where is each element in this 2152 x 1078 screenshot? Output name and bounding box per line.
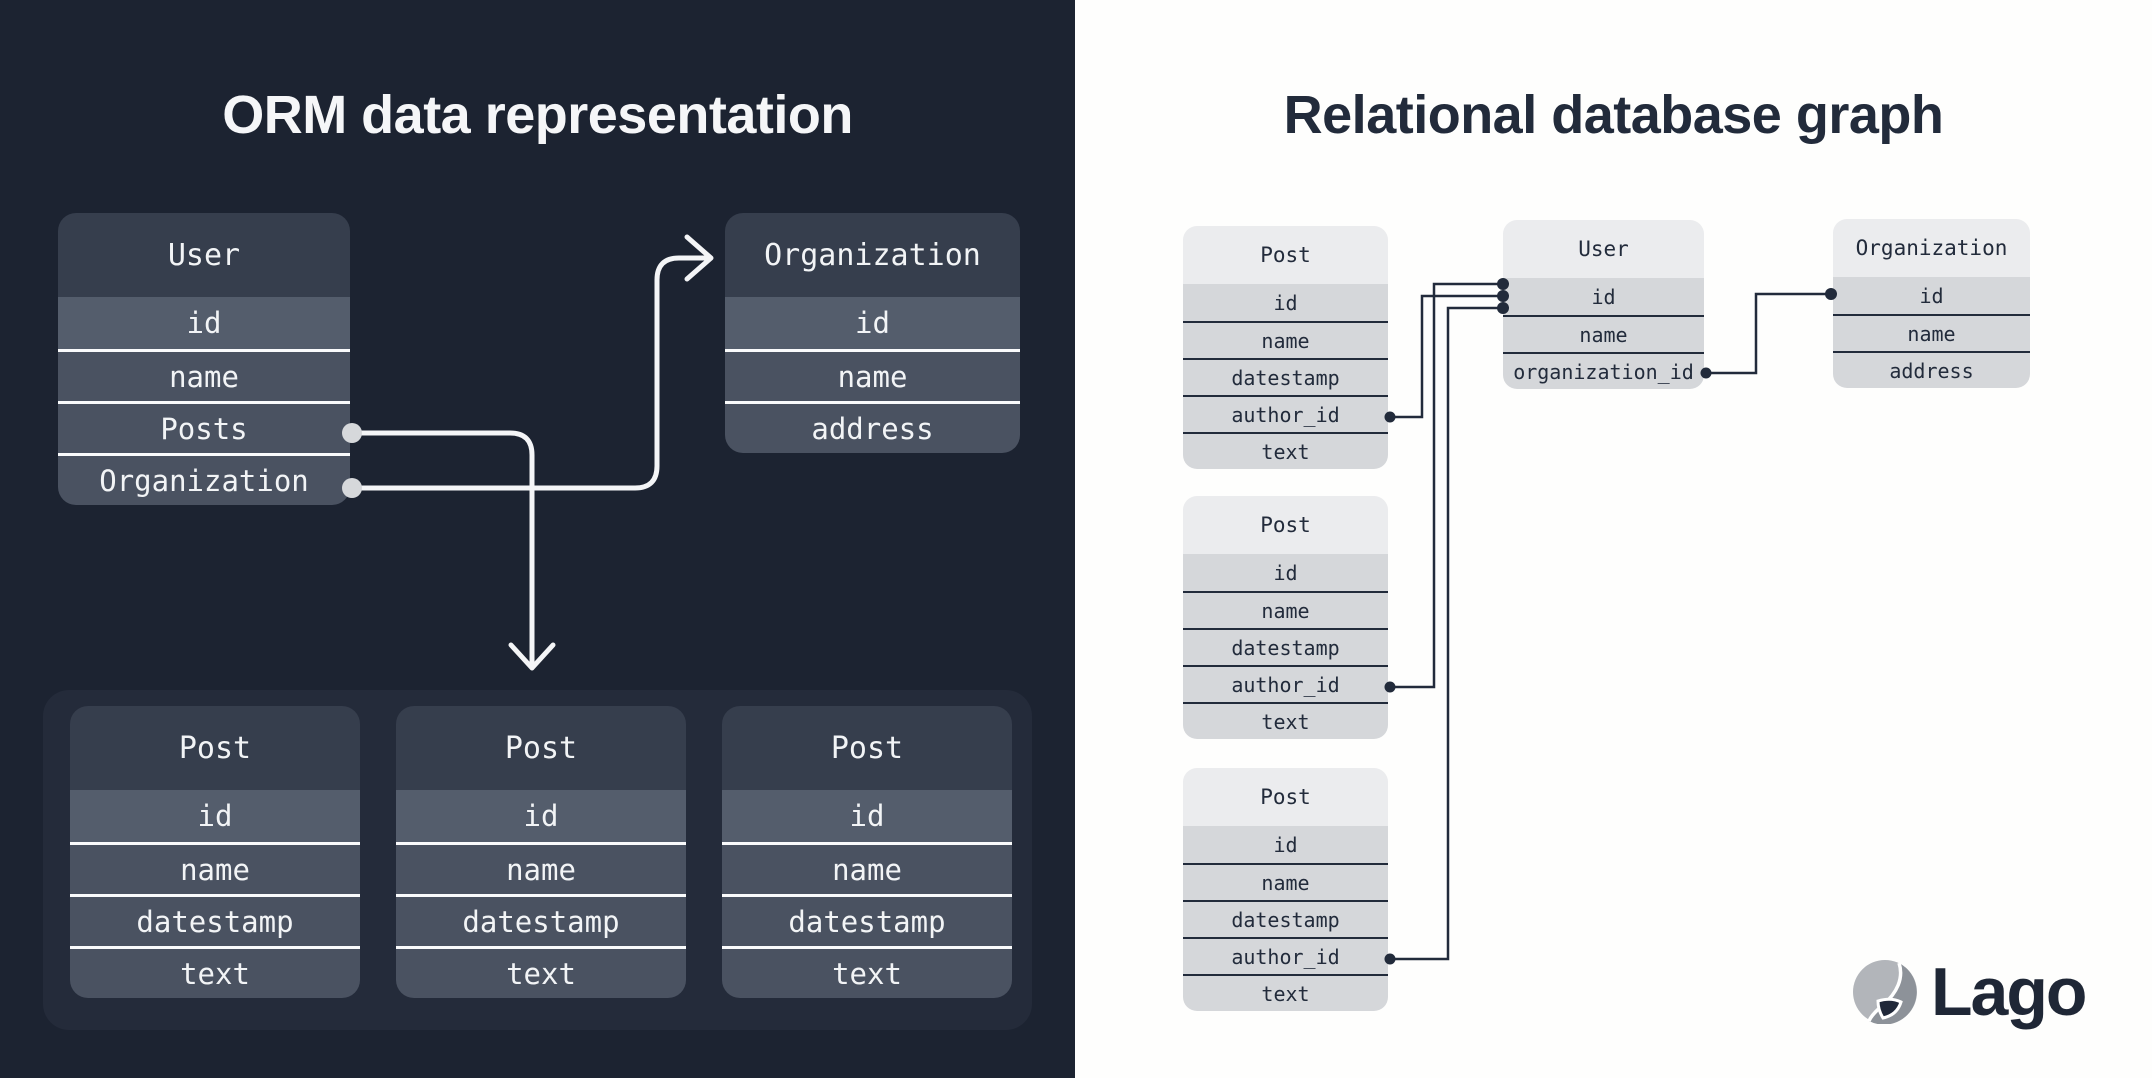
- orm-post3-field-datestamp: datestamp: [722, 894, 1012, 946]
- rel-organization-field-address: address: [1833, 351, 2030, 388]
- rel-post1-field-name: name: [1183, 321, 1388, 358]
- orm-user-field-name: name: [58, 349, 350, 401]
- rel-organization-table: Organization id name address: [1833, 219, 2030, 388]
- rel-organization-title: Organization: [1833, 219, 2030, 277]
- orm-post3-field-id: id: [722, 790, 1012, 842]
- orm-post2-field-text: text: [396, 946, 686, 998]
- rel-organization-field-id: id: [1833, 277, 2030, 314]
- orm-post2-field-id: id: [396, 790, 686, 842]
- orm-panel-title: ORM data representation: [222, 85, 853, 145]
- orm-posts-container: Post id name datestamp text Post id name…: [43, 690, 1032, 1030]
- rel-post3-field-text: text: [1183, 974, 1388, 1011]
- rel-user-table: User id name organization_id: [1503, 220, 1704, 389]
- orm-post1-field-name: name: [70, 842, 360, 894]
- orm-post2-field-name: name: [396, 842, 686, 894]
- rel-post1-field-author-id: author_id: [1183, 395, 1388, 432]
- rel-post-table-2: Post id name datestamp author_id text: [1183, 496, 1388, 739]
- orm-organization-field-address: address: [725, 401, 1020, 453]
- rel-post3-field-id: id: [1183, 826, 1388, 863]
- orm-post2-title: Post: [396, 706, 686, 790]
- rel-post1-field-datestamp: datestamp: [1183, 358, 1388, 395]
- rel-post2-title: Post: [1183, 496, 1388, 554]
- orm-post-table-3: Post id name datestamp text: [722, 706, 1012, 998]
- orm-post1-title: Post: [70, 706, 360, 790]
- orm-post-table-1: Post id name datestamp text: [70, 706, 360, 998]
- rel-organization-field-name: name: [1833, 314, 2030, 351]
- orm-post1-field-datestamp: datestamp: [70, 894, 360, 946]
- orm-user-table: User id name Posts Organization: [58, 213, 350, 505]
- lago-logo: Lago: [1853, 954, 2087, 1030]
- rel-post3-field-datestamp: datestamp: [1183, 900, 1388, 937]
- rel-post1-title: Post: [1183, 226, 1388, 284]
- rel-post2-field-text: text: [1183, 702, 1388, 739]
- orm-post1-field-text: text: [70, 946, 360, 998]
- orm-post2-field-datestamp: datestamp: [396, 894, 686, 946]
- orm-user-field-id: id: [58, 297, 350, 349]
- orm-organization-field-id: id: [725, 297, 1020, 349]
- orm-panel: ORM data representation User id name Pos…: [0, 0, 1075, 1078]
- rel-post2-field-datestamp: datestamp: [1183, 628, 1388, 665]
- rel-post3-title: Post: [1183, 768, 1388, 826]
- relational-panel-title: Relational database graph: [1283, 85, 1944, 145]
- rel-post-table-1: Post id name datestamp author_id text: [1183, 226, 1388, 469]
- rel-post2-field-name: name: [1183, 591, 1388, 628]
- rel-post1-field-text: text: [1183, 432, 1388, 469]
- lago-wordmark: Lago: [1931, 954, 2087, 1030]
- rel-user-field-name: name: [1503, 315, 1704, 352]
- orm-post3-field-text: text: [722, 946, 1012, 998]
- orm-user-table-title: User: [58, 213, 350, 297]
- orm-post-table-2: Post id name datestamp text: [396, 706, 686, 998]
- orm-organization-table-title: Organization: [725, 213, 1020, 297]
- rel-post2-field-id: id: [1183, 554, 1388, 591]
- orm-user-field-posts: Posts: [58, 401, 350, 453]
- rel-post2-field-author-id: author_id: [1183, 665, 1388, 702]
- rel-post-table-3: Post id name datestamp author_id text: [1183, 768, 1388, 1011]
- orm-post3-field-name: name: [722, 842, 1012, 894]
- lago-logo-icon: [1853, 960, 1917, 1024]
- orm-organization-table: Organization id name address: [725, 213, 1020, 453]
- orm-post1-field-id: id: [70, 790, 360, 842]
- rel-user-field-id: id: [1503, 278, 1704, 315]
- rel-post1-field-id: id: [1183, 284, 1388, 321]
- orm-organization-field-name: name: [725, 349, 1020, 401]
- rel-post3-field-name: name: [1183, 863, 1388, 900]
- rel-post3-field-author-id: author_id: [1183, 937, 1388, 974]
- rel-user-field-organization-id: organization_id: [1503, 352, 1704, 389]
- rel-user-title: User: [1503, 220, 1704, 278]
- orm-user-field-organization: Organization: [58, 453, 350, 505]
- orm-post3-title: Post: [722, 706, 1012, 790]
